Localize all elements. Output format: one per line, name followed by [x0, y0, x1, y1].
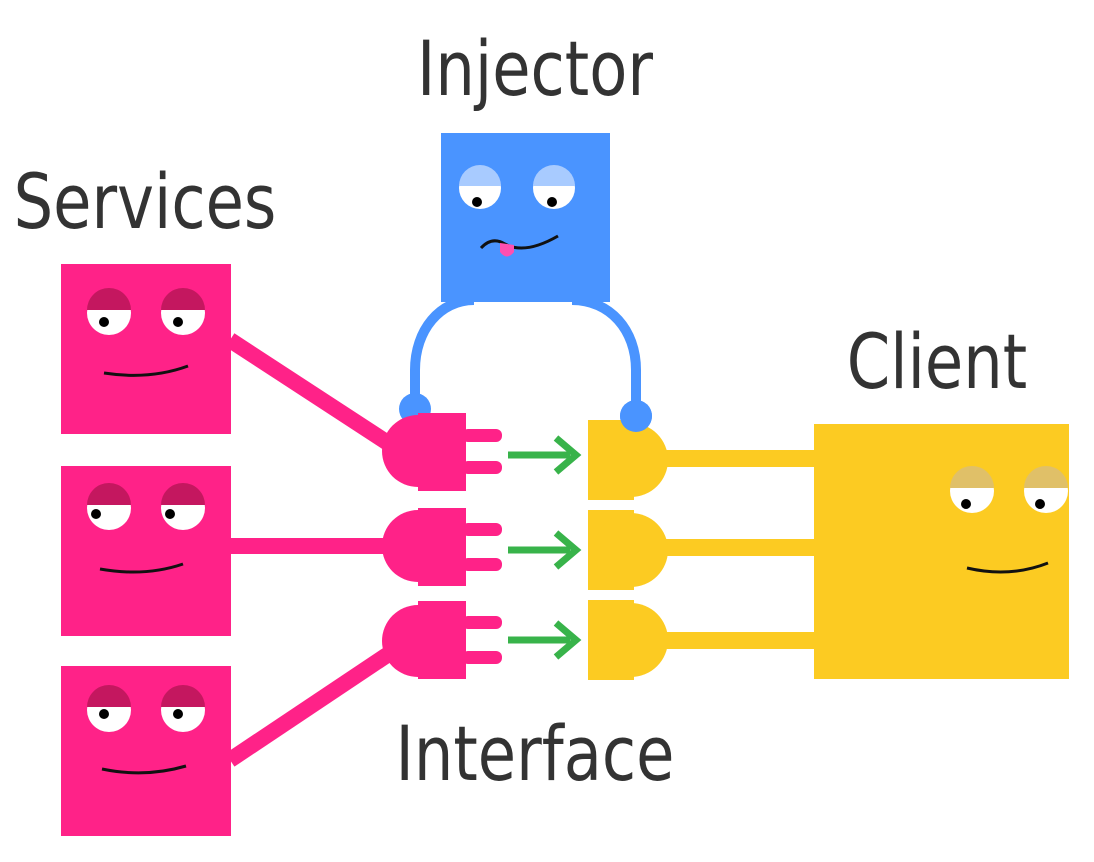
arrow-1-head — [553, 435, 582, 475]
injector-box — [441, 133, 610, 302]
service-1-pupil-right — [173, 317, 183, 327]
service-2-pupil-right — [165, 509, 175, 519]
service-box-1 — [61, 264, 231, 434]
plug-3-prong-bottom — [462, 651, 502, 664]
client-brow-left — [950, 466, 994, 488]
client-label: Client — [847, 318, 1027, 407]
client-brow-right — [1024, 466, 1068, 488]
socket-icon — [588, 510, 668, 590]
plug-1-body — [418, 413, 466, 491]
service-2-pupil-left — [91, 509, 101, 519]
service-box-3 — [61, 666, 231, 836]
service-1-brow-right — [161, 288, 205, 310]
arrow-2-head — [553, 530, 582, 570]
socket-icon — [588, 420, 668, 500]
plug-3-body — [418, 601, 466, 679]
plug-2-prong-top — [462, 523, 502, 536]
plug-2-body — [418, 508, 466, 586]
injector-wire-right — [571, 295, 641, 410]
service-1-pupil-left — [99, 317, 109, 327]
plug-icon — [382, 413, 502, 491]
injector-face-icon — [441, 133, 610, 302]
service-face-icon — [61, 264, 231, 434]
client-face-icon — [814, 424, 1069, 679]
plug-1-prong-top — [462, 429, 502, 442]
service-face-icon — [61, 666, 231, 836]
plug-icon — [382, 601, 502, 679]
client-pupil-left — [961, 499, 971, 509]
plug-icon — [382, 508, 502, 586]
service-face-icon — [61, 466, 231, 636]
plug-2-prong-bottom — [462, 558, 502, 571]
service-3-mouth — [101, 764, 187, 775]
service-2-brow-left — [87, 483, 131, 505]
client-cable-2 — [660, 539, 820, 556]
injector-pupil-left — [472, 197, 482, 207]
injector-brow-right — [533, 165, 575, 186]
socket-2-head — [594, 513, 668, 587]
service-2-brow-right — [161, 483, 205, 505]
injector-tongue — [500, 243, 514, 257]
client-mouth — [966, 561, 1049, 574]
service-3-brow-right — [161, 685, 205, 707]
client-cables — [660, 450, 820, 649]
injector-pupil-right — [547, 197, 557, 207]
service-1-mouth — [103, 364, 189, 377]
injector-wire-left — [410, 295, 475, 405]
injector-brow-left — [459, 165, 501, 186]
client-pupil-right — [1035, 499, 1045, 509]
injector-label: Injector — [417, 25, 653, 114]
interface-label: Interface — [396, 710, 675, 799]
arrow-3-head — [553, 620, 582, 660]
service-3-pupil-right — [173, 709, 183, 719]
service-1-brow-left — [87, 288, 131, 310]
plug-1-prong-bottom — [462, 461, 502, 474]
client-box — [814, 424, 1069, 679]
services-label: Services — [14, 158, 277, 247]
arrow-right-icon — [508, 620, 582, 660]
client-cable-3 — [660, 632, 820, 649]
service-2-mouth — [99, 562, 184, 574]
arrow-right-icon — [508, 530, 582, 570]
service-box-2 — [61, 466, 231, 636]
injector-wires — [399, 295, 652, 432]
service-3-brow-left — [87, 685, 131, 707]
socket-3-head — [594, 603, 668, 677]
plug-3-prong-top — [462, 616, 502, 629]
injector-wire-right-plug — [620, 400, 652, 432]
socket-icon — [588, 600, 668, 680]
arrow-right-icon — [508, 435, 582, 475]
socket-1-head — [594, 423, 668, 497]
client-cable-1 — [660, 450, 820, 467]
service-3-pupil-left — [99, 709, 109, 719]
